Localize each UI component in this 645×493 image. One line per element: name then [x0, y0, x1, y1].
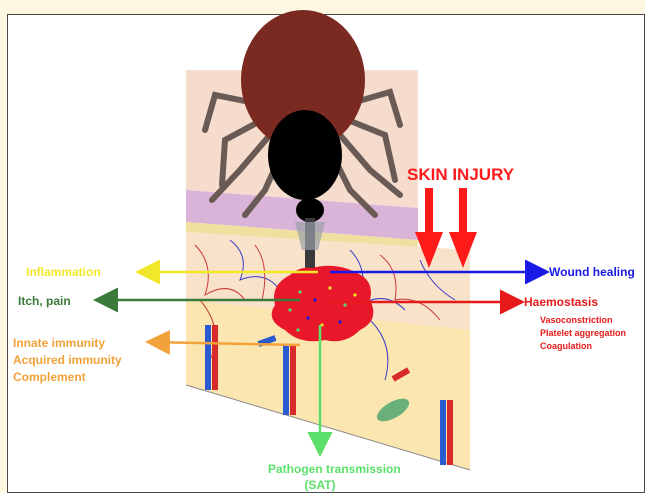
bite-lesion	[272, 266, 374, 342]
tick-scutum	[268, 110, 342, 200]
coagulation-label: Coagulation	[540, 341, 592, 351]
innate-immunity-label: Innate immunity	[13, 336, 105, 350]
vasoconstriction-label: Vasoconstriction	[540, 315, 613, 325]
wound-healing-label: Wound healing	[549, 265, 635, 279]
haemostasis-label: Haemostasis	[524, 295, 598, 309]
inflammation-label: Inflammation	[26, 265, 101, 279]
complement-label: Complement	[13, 370, 86, 384]
platelet-aggregation-label: Platelet aggregation	[540, 328, 626, 338]
sat-label: (SAT)	[304, 478, 335, 492]
pathogen-transmission-label: Pathogen transmission	[268, 462, 401, 476]
skin-injury-label: SKIN INJURY	[407, 165, 515, 184]
itch-pain-label: Itch, pain	[18, 294, 71, 308]
acquired-immunity-label: Acquired immunity	[13, 353, 122, 367]
